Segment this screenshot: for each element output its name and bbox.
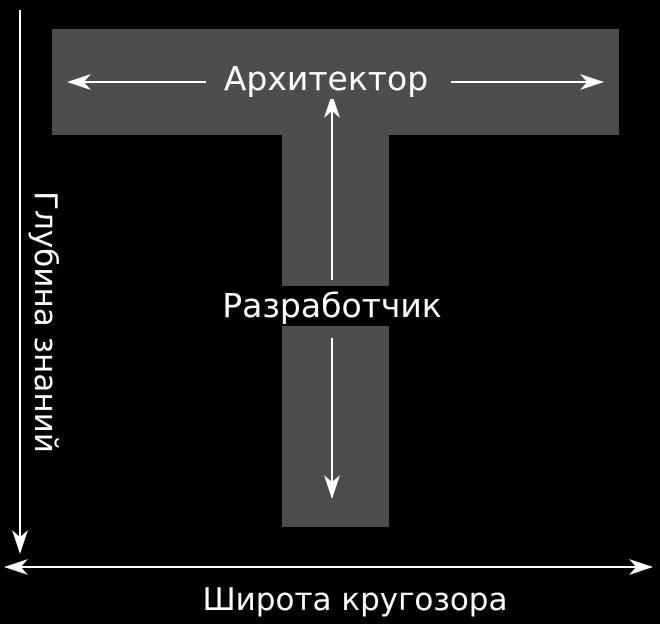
developer-label: Разработчик (202, 286, 462, 326)
architect-label: Архитектор (206, 59, 446, 99)
depth-axis-label: Глубина знаний (27, 191, 63, 453)
t-stem (282, 135, 389, 527)
breadth-axis-label: Широта кругозора (202, 582, 508, 618)
